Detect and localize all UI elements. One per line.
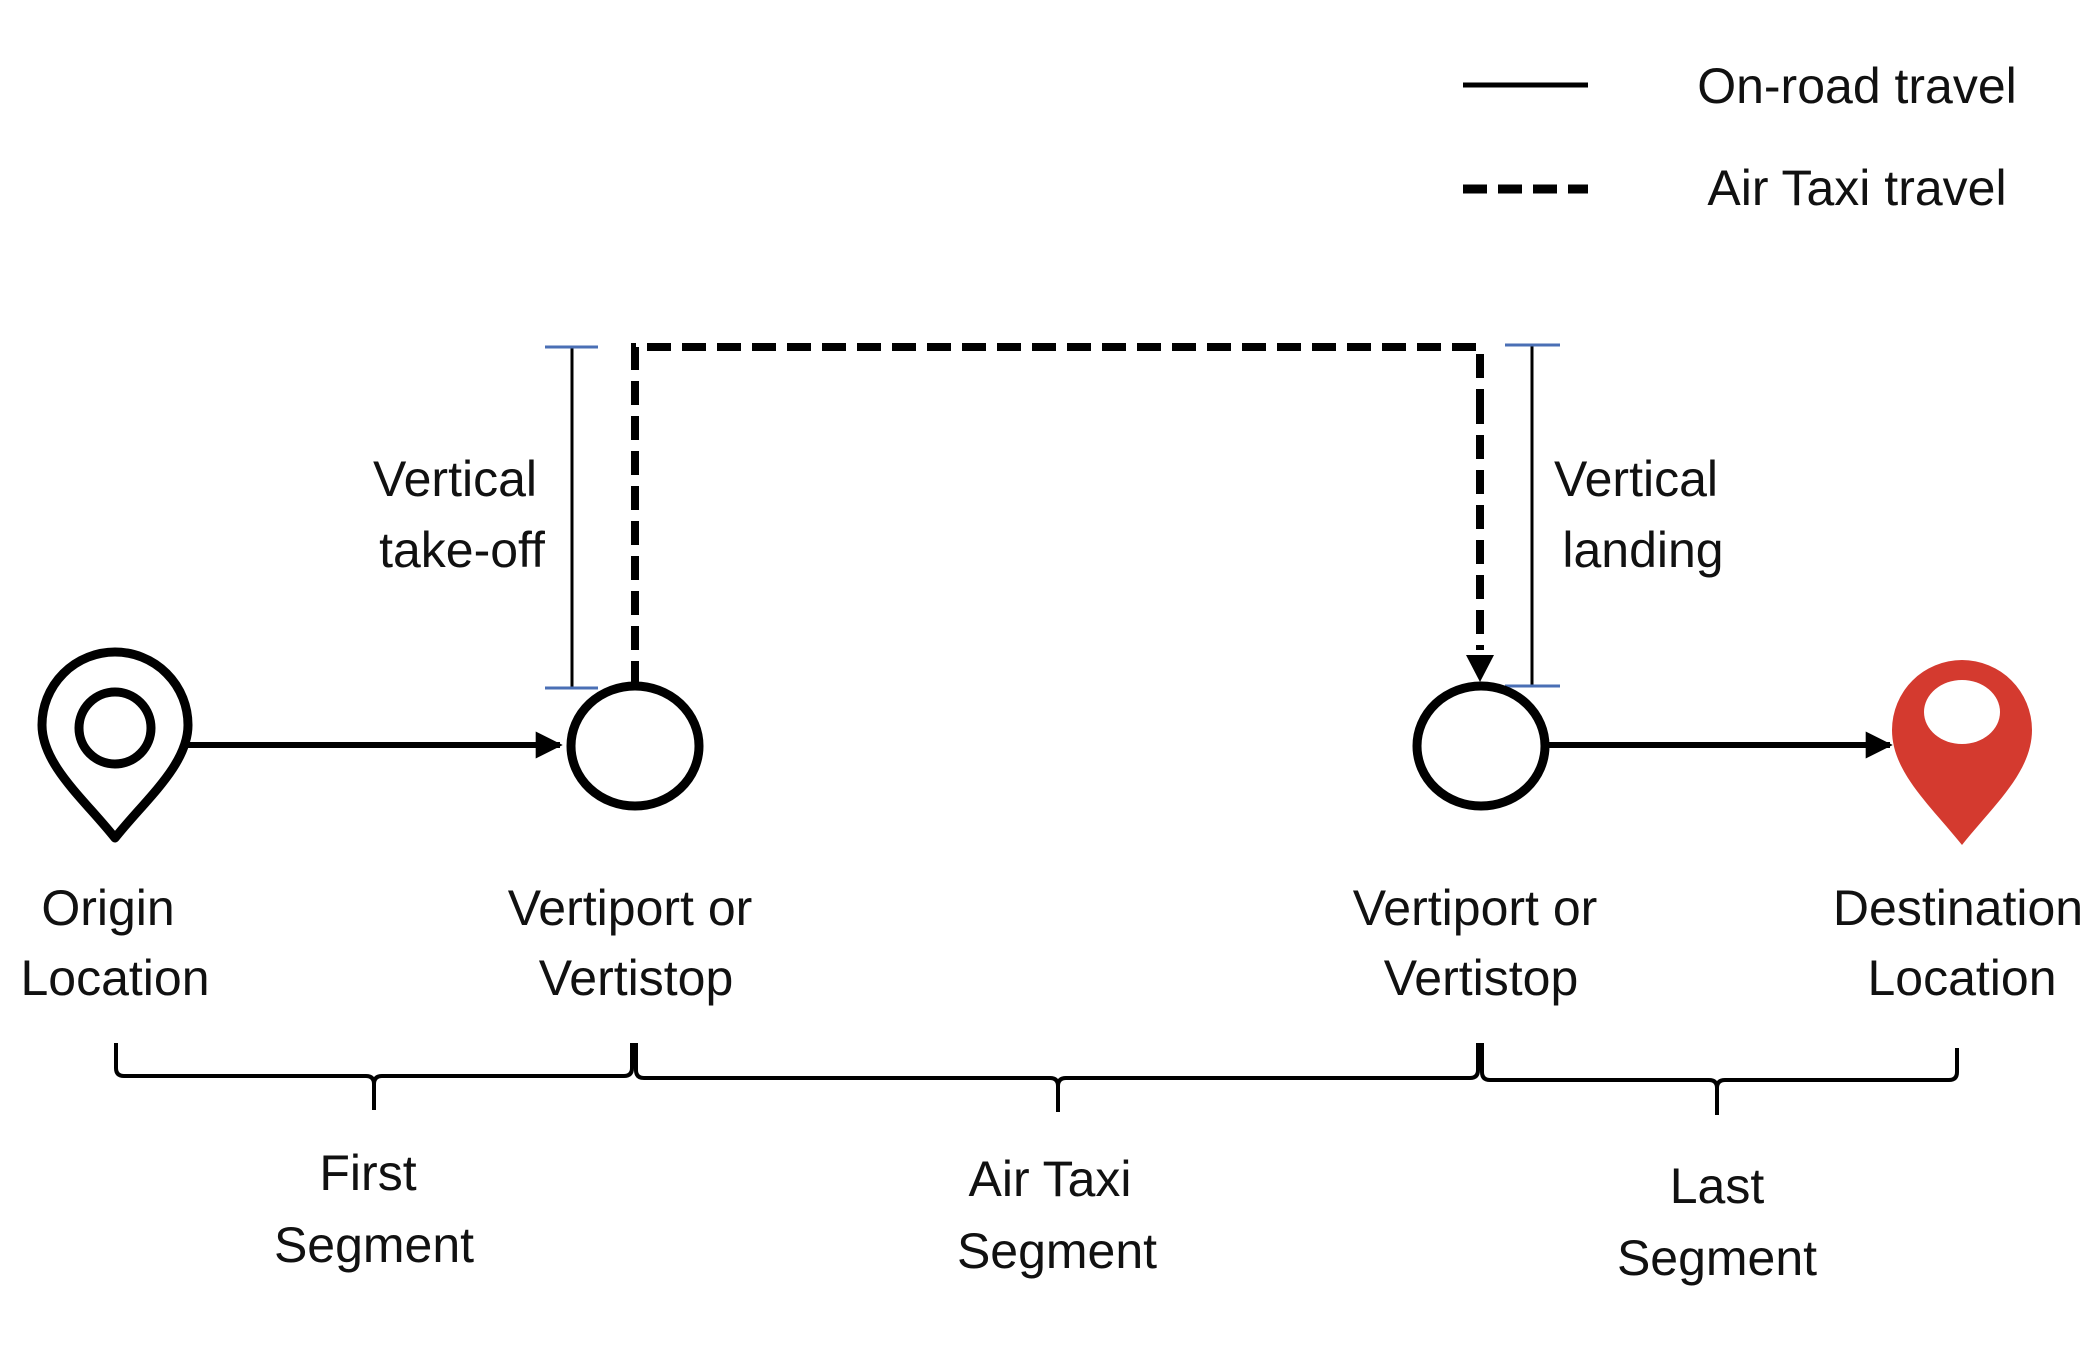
legend-on-road-label: On-road travel (1697, 58, 2017, 114)
destination-label-line2: Location (1867, 950, 2056, 1006)
origin-pin-icon (37, 647, 193, 843)
takeoff-label-line2: take-off (379, 522, 545, 578)
vertiport-b-node (1412, 681, 1550, 811)
landing-arrowhead (1466, 655, 1494, 682)
first-segment-brace (114, 1043, 634, 1110)
vertiport-b-label-line2: Vertistop (1384, 950, 1579, 1006)
takeoff-label-line1: Vertical (373, 451, 537, 507)
destination-label-line1: Destination (1833, 880, 2083, 936)
landing-label-line1: Vertical (1554, 451, 1718, 507)
first-segment-label-line1: First (319, 1145, 416, 1201)
vertiport-a-label-line2: Vertistop (539, 950, 734, 1006)
air-taxi-route-up-across (631, 343, 1484, 685)
destination-pin-icon (1892, 660, 2032, 845)
air-taxi-segment-brace (634, 1043, 1480, 1112)
air-taxi-segment-label-line1: Air Taxi (968, 1151, 1131, 1207)
legend-air-taxi-label: Air Taxi travel (1707, 160, 2006, 216)
legend: On-road travel Air Taxi travel (1463, 58, 2017, 216)
vertiport-a-label-line1: Vertiport or (508, 880, 753, 936)
landing-measure (1505, 343, 1560, 688)
air-taxi-segment-label-line2: Segment (957, 1223, 1157, 1279)
last-segment-label-line2: Segment (1617, 1230, 1817, 1286)
last-segment-brace (1480, 1043, 1959, 1115)
takeoff-measure (545, 345, 598, 690)
segment-braces (114, 1043, 1959, 1115)
vertiport-a-node (566, 681, 704, 811)
vertiport-b-label-line1: Vertiport or (1353, 880, 1598, 936)
last-segment-label-line1: Last (1670, 1158, 1765, 1214)
landing-label-line2: landing (1562, 522, 1723, 578)
first-segment-label-line2: Segment (274, 1217, 474, 1273)
origin-label-line1: Origin (41, 880, 174, 936)
origin-label-line2: Location (20, 950, 209, 1006)
